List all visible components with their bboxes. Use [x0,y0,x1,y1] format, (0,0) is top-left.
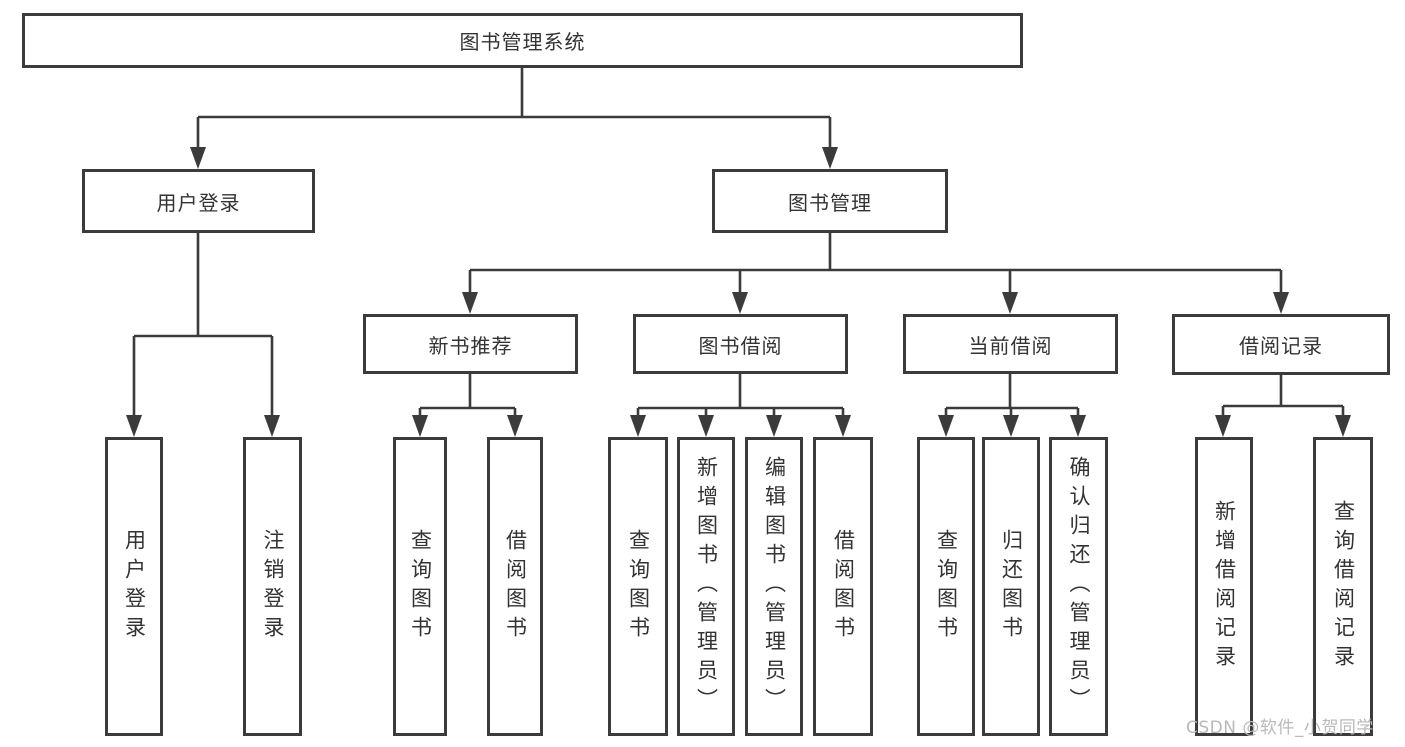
leaf-add-borrow-record: 新增借阅记录 [1195,437,1253,736]
node-new-book-recommend-label: 新书推荐 [428,333,513,358]
node-new-book-recommend: 新书推荐 [363,314,578,374]
leaf-query-books-recommend-label: 查询图书 [408,528,433,645]
leaf-edit-book-admin: 编辑图书（管理员） [745,437,803,736]
leaf-user-login: 用户登录 [105,437,163,736]
leaf-borrow-books-borrow-label: 借阅图书 [831,528,856,645]
node-current-borrow: 当前借阅 [903,314,1118,374]
leaf-add-borrow-record-label: 新增借阅记录 [1212,499,1237,674]
node-current-borrow-label: 当前借阅 [968,333,1053,358]
leaf-borrow-books-borrow: 借阅图书 [813,437,873,736]
leaf-query-books-current-label: 查询图书 [934,528,959,645]
leaf-confirm-return-admin-label: 确认归还（管理员） [1067,456,1091,717]
leaf-edit-book-admin-label: 编辑图书（管理员） [762,456,787,717]
leaf-user-login-label: 用户登录 [122,528,147,645]
leaf-query-books-recommend: 查询图书 [393,437,447,736]
node-library-system: 图书管理系统 [22,13,1023,68]
leaf-logout-label: 注销登录 [261,528,285,645]
node-borrow-records-label: 借阅记录 [1239,334,1323,358]
node-book-management: 图书管理 [712,169,948,233]
watermark: CSDN @软件_小贺同学 [1186,718,1374,738]
leaf-add-book-admin: 新增图书（管理员） [677,437,735,736]
leaf-query-borrow-record: 查询借阅记录 [1313,437,1373,736]
leaf-query-borrow-record-label: 查询借阅记录 [1331,499,1356,674]
node-user-login: 用户登录 [82,169,315,233]
leaf-borrow-books-recommend-label: 借阅图书 [503,528,528,645]
leaf-confirm-return-admin: 确认归还（管理员） [1049,437,1108,736]
node-library-system-label: 图书管理系统 [459,30,586,54]
leaf-query-books-current: 查询图书 [917,437,975,736]
leaf-borrow-books-recommend: 借阅图书 [487,437,543,736]
node-user-login-label: 用户登录 [156,190,241,215]
node-book-management-label: 图书管理 [788,190,872,215]
node-book-borrow-label: 图书借阅 [698,333,783,358]
leaf-logout: 注销登录 [243,437,302,736]
leaf-return-books-label: 归还图书 [999,528,1024,645]
node-borrow-records: 借阅记录 [1172,314,1390,375]
leaf-query-books-borrow-label: 查询图书 [626,528,651,645]
leaf-add-book-admin-label: 新增图书（管理员） [694,456,719,717]
leaf-return-books: 归还图书 [982,437,1040,736]
leaf-query-books-borrow: 查询图书 [608,437,668,736]
node-book-borrow: 图书借阅 [633,314,848,374]
